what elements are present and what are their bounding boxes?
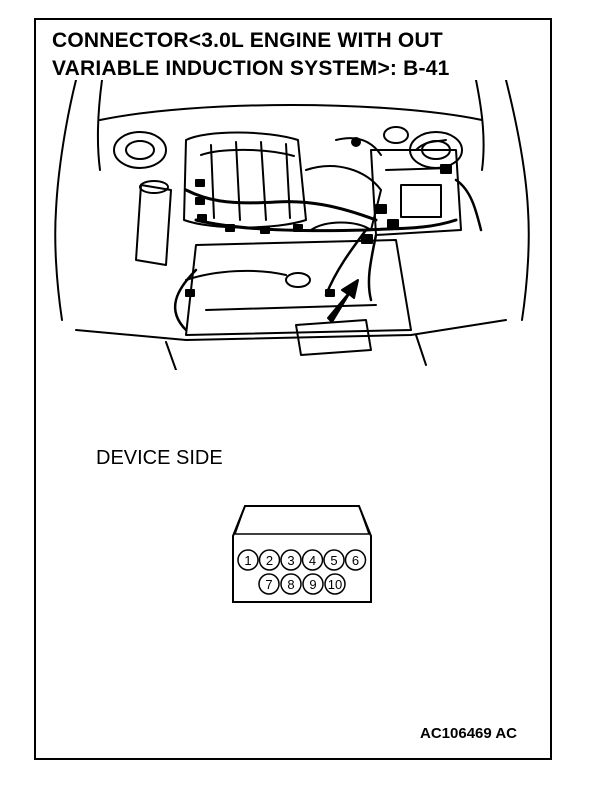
connector-pin [302, 573, 324, 595]
connector-pin-number: 2 [266, 553, 273, 568]
connector-pin [301, 549, 324, 571]
connector-pin-number: 10 [328, 577, 342, 592]
reference-code: AC106469 AC [420, 725, 517, 742]
connector-pin-number: 7 [265, 577, 272, 592]
diagram-frame: CONNECTOR<3.0L ENGINE WITH OUT VARIABLE … [34, 18, 552, 760]
connector-pin-number: 5 [330, 553, 337, 568]
engine-bay-illustration [54, 80, 530, 370]
connector-pin-number: 1 [244, 553, 251, 568]
title-line-1: CONNECTOR<3.0L ENGINE WITH OUT [52, 29, 443, 52]
connector-pin [280, 573, 302, 595]
connector-pin [258, 573, 280, 595]
diagram-title: CONNECTOR<3.0L ENGINE WITH OUT VARIABLE … [52, 27, 532, 83]
connector-pin [280, 549, 302, 571]
connector-pin [323, 549, 345, 571]
connector-pin [258, 549, 281, 571]
connector-pin-number: 4 [309, 553, 316, 568]
connector-pin [324, 573, 346, 595]
title-line-2: VARIABLE INDUCTION SYSTEM>: B-41 [52, 57, 450, 80]
connector-pin-number: 3 [287, 553, 294, 568]
connector-pin [344, 549, 367, 571]
connector-pin-number: 8 [287, 577, 294, 592]
location-arrow-icon [327, 279, 359, 323]
connector-pin [237, 549, 259, 571]
connector-pin-number: 9 [309, 577, 316, 592]
device-side-label: DEVICE SIDE [96, 447, 223, 469]
connector-pin-number: 6 [352, 553, 359, 568]
